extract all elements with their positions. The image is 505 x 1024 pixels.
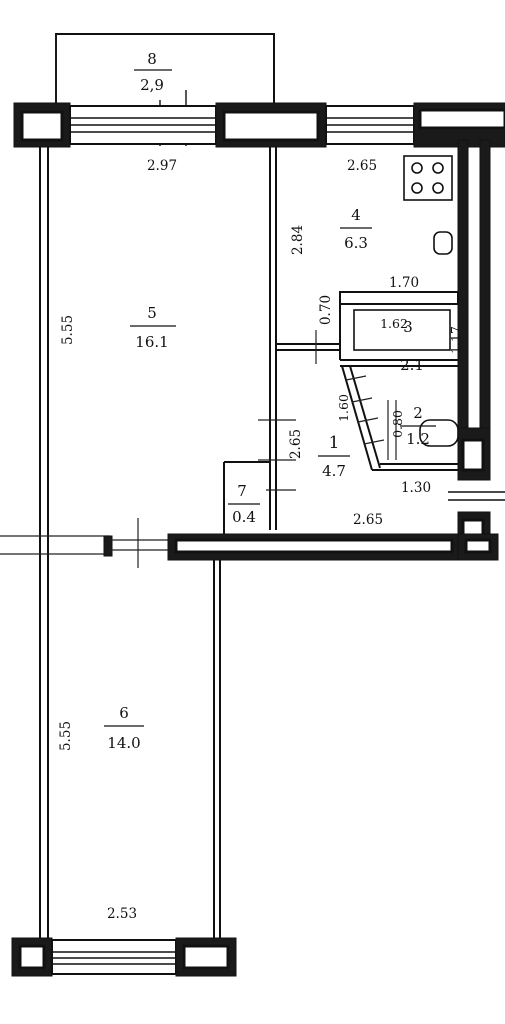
room-area: 2,9: [140, 76, 164, 94]
pier-right-inset: [418, 108, 505, 130]
shaft-wall-right: [479, 139, 491, 451]
burner-icon: [432, 162, 444, 174]
room-area: 6.3: [344, 234, 368, 252]
dimension-label: 2.65: [353, 512, 383, 528]
dimension-label: 1.17: [448, 326, 463, 354]
room-area: 4.7: [322, 462, 346, 480]
middle-wall-end-inset: [464, 538, 492, 554]
room-area: 16.1: [135, 333, 168, 351]
dimension-label: 5.55: [58, 721, 74, 751]
burner-icon: [411, 162, 423, 174]
kitchen-room-4: [276, 155, 453, 364]
dimension-label: 1.62: [380, 316, 408, 331]
burner-icon: [411, 182, 423, 194]
dimension-label: 1.60: [336, 394, 351, 422]
bath-block: [339, 291, 459, 471]
room-area: 1.2: [406, 430, 430, 448]
diagonal-tick: [357, 417, 379, 423]
dimension-label: 2.97: [147, 158, 177, 174]
room-area: 0.4: [232, 508, 256, 526]
partition-room5-room4: [258, 147, 296, 530]
left-exterior-wall: [39, 147, 49, 940]
shaft-wall-left: [457, 139, 469, 433]
room-number: 5: [147, 304, 157, 322]
diagonal-tick: [351, 397, 373, 403]
room-number: 3: [403, 318, 413, 336]
room-labels: 8 2,9 4 6.3 5 16.1 3 2.1 2 1.2 1 4.7 7 0…: [104, 50, 436, 752]
burner-icon: [432, 182, 444, 194]
top-exterior-wall: [13, 102, 505, 148]
sink-icon: [433, 231, 453, 255]
pier-middle-inset: [222, 110, 320, 142]
bottom-exterior-wall: [11, 937, 237, 977]
middle-wall: [0, 518, 499, 568]
bath-top-wall: [339, 291, 459, 305]
window-room-6: [51, 939, 177, 975]
dimension-label: 2.84: [290, 225, 306, 255]
pier-left-inset: [20, 110, 64, 142]
bedroom-room-6: [213, 560, 221, 940]
dimension-labels: 2.97 2.65 2.84 5.55 1.70 0.70 1.62 1.17 …: [58, 158, 463, 922]
room-number: 8: [147, 50, 157, 68]
diagonal-tick: [363, 439, 385, 445]
room-number: 2: [413, 404, 423, 422]
dimension-label: 1.30: [401, 480, 431, 496]
diagonal-tick: [345, 375, 367, 381]
dimension-label: 0.80: [390, 410, 405, 438]
bottom-pier-left-inset: [18, 944, 46, 970]
room-area: 14.0: [107, 734, 140, 752]
room-number: 6: [119, 704, 129, 722]
closet-room-7: [223, 461, 296, 536]
dimension-label: 5.55: [60, 315, 76, 345]
room-number: 4: [351, 206, 361, 224]
room-number: 7: [237, 482, 247, 500]
stove: [403, 155, 453, 201]
middle-wall-inset: [174, 538, 454, 554]
diagonal-wall: [341, 365, 373, 471]
bathtub: [353, 309, 451, 351]
bottom-pier-right-inset: [182, 944, 230, 970]
dimension-label: 0.70: [318, 295, 334, 325]
dimension-label: 2.53: [107, 906, 137, 922]
diagonal-wall: [349, 365, 381, 469]
shaft-pier-inset: [461, 438, 485, 472]
middle-wall-stub: [103, 535, 113, 557]
dimension-label: 1.70: [389, 275, 419, 291]
dimension-label: 2.65: [347, 158, 377, 174]
room-number: 1: [329, 433, 340, 453]
dimension-label: 2.65: [288, 429, 304, 459]
room-area: 2.1: [400, 356, 424, 374]
